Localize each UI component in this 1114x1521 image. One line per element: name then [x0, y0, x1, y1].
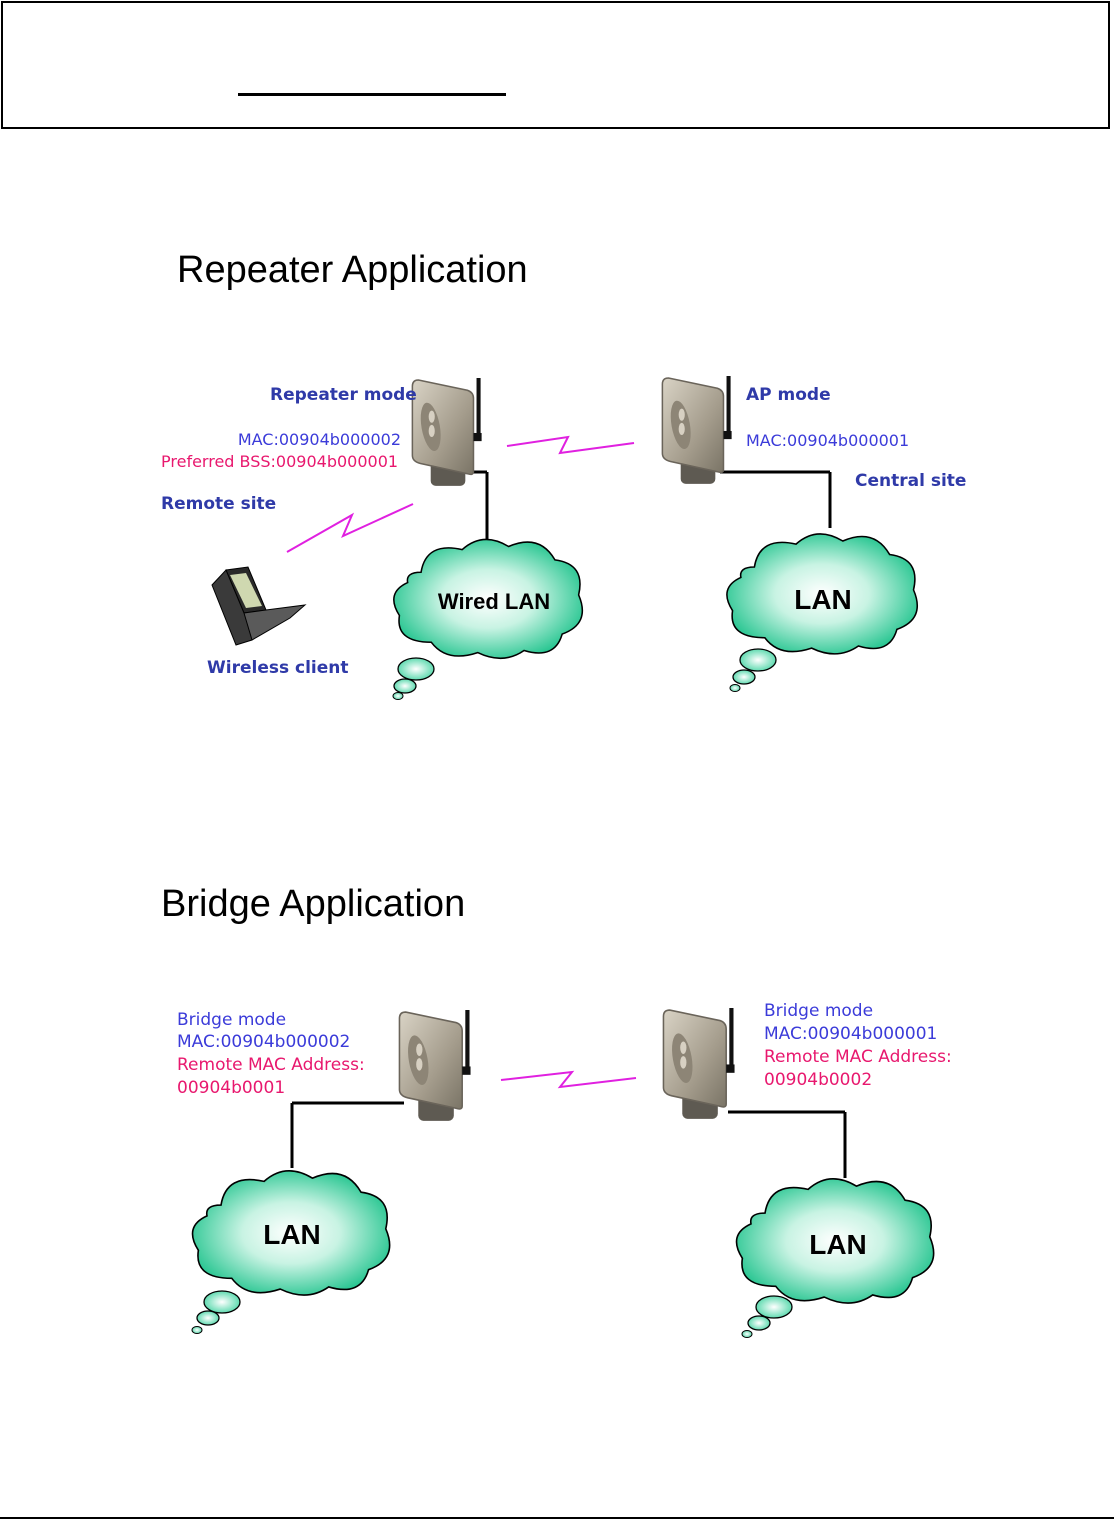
wireless-client-label: Wireless client	[207, 658, 349, 678]
wired-lan-bubble-3	[392, 692, 404, 700]
ap-mac-label: MAC:00904b000001	[746, 431, 910, 450]
bridge-left-mode: Bridge mode	[177, 1010, 287, 1030]
header-underline	[238, 93, 506, 96]
repeater-title: Repeater Application	[177, 249, 528, 291]
bridge-right-lan-label: LAN	[809, 1229, 867, 1260]
bridge-left-lan-label: LAN	[263, 1219, 321, 1250]
wireless-link-client	[286, 503, 414, 553]
repeater-mac-label: MAC:00904b000002	[237, 430, 401, 449]
central-ap-device	[661, 376, 733, 485]
bridge-right-remote-mac-value: 00904b0002	[764, 1070, 873, 1090]
repeater-mode-label: Repeater mode	[270, 385, 417, 405]
wireless-link-repeater-ap	[506, 435, 635, 455]
bridge-left-ap-device	[398, 1010, 472, 1122]
footer-rule	[0, 1517, 1114, 1519]
central-lan-bubble-2	[732, 669, 756, 685]
bridge-right-ap-device	[662, 1008, 736, 1120]
bridge-left-remote-mac-value: 00904b0001	[177, 1078, 286, 1098]
bridge-right-bubble-2	[747, 1315, 771, 1331]
bridge-left-remote-mac-label: Remote MAC Address:	[177, 1055, 365, 1075]
bridge-left-bubble-1	[203, 1290, 241, 1314]
wired-lan-bubble-2	[393, 678, 417, 694]
preferred-bss-label: Preferred BSS:00904b000001	[161, 452, 399, 471]
bridge-left-bubble-2	[196, 1310, 220, 1326]
remote-site-label: Remote site	[161, 494, 277, 514]
bridge-right-mac: MAC:00904b000001	[764, 1024, 938, 1044]
bridge-right-bubble-1	[755, 1295, 793, 1319]
central-lan-bubble-3	[729, 684, 741, 692]
bridge-right-remote-mac-label: Remote MAC Address:	[764, 1047, 952, 1067]
wireless-link-bridge	[500, 1070, 637, 1089]
central-lan-label: LAN	[794, 584, 852, 615]
laptop-icon	[211, 566, 307, 646]
bridge-left-mac: MAC:00904b000002	[177, 1032, 351, 1052]
repeater-ap-device	[411, 378, 483, 487]
wired-lan-label: Wired LAN	[438, 589, 550, 614]
bridge-right-bubble-3	[741, 1330, 753, 1338]
bridge-left-bubble-3	[191, 1326, 203, 1334]
central-site-label: Central site	[855, 471, 967, 491]
wired-lan-bubble-1	[397, 657, 435, 681]
bridge-title: Bridge Application	[161, 883, 466, 925]
header-box	[1, 1, 1110, 129]
central-lan-bubble-1	[739, 648, 777, 672]
ap-mode-label: AP mode	[746, 385, 831, 405]
bridge-right-mode: Bridge mode	[764, 1001, 874, 1021]
